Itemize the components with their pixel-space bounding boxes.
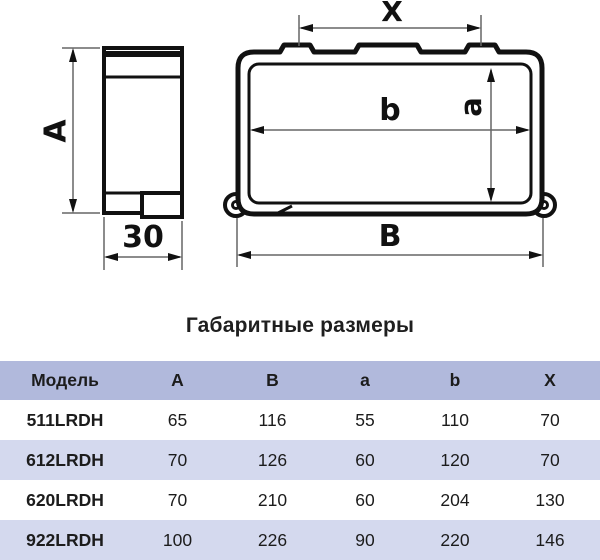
flange-opening xyxy=(247,62,533,205)
dimension-X: X xyxy=(298,0,482,46)
value-cell: 204 xyxy=(440,490,470,510)
value-cell: 146 xyxy=(535,530,565,550)
value-cell: 65 xyxy=(167,410,188,430)
table-title: Габаритные размеры xyxy=(185,314,415,337)
header-cell-a: a xyxy=(360,370,370,390)
header-cell-b: b xyxy=(449,370,461,390)
value-cell: 70 xyxy=(540,450,560,470)
header-cell-model: Модель xyxy=(31,370,99,390)
label-X: X xyxy=(381,0,403,28)
label-b: b xyxy=(379,93,400,128)
arrow-up-icon xyxy=(69,48,77,62)
arrow-right-icon xyxy=(467,24,481,32)
header-cell-B: B xyxy=(266,370,279,390)
value-cell: 110 xyxy=(441,410,469,430)
value-cell: 100 xyxy=(162,530,193,550)
dimension-30: 30 xyxy=(103,217,183,270)
label-a: a xyxy=(454,97,488,117)
model-cell: 620LRDH xyxy=(26,490,104,510)
arrow-left-icon xyxy=(104,253,118,261)
label-30: 30 xyxy=(122,220,164,255)
label-B: B xyxy=(379,219,402,254)
model-cell: 922LRDH xyxy=(26,530,104,550)
arrow-down-icon xyxy=(487,188,495,202)
value-cell: 60 xyxy=(355,450,375,470)
label-A: A xyxy=(39,119,74,143)
bottom-notch xyxy=(277,204,293,215)
value-cell: 226 xyxy=(257,530,288,550)
table-row: 612LRDH 70 126 60 120 70 xyxy=(0,440,600,480)
value-cell: 130 xyxy=(535,490,565,510)
arrow-right-icon xyxy=(529,251,543,259)
side-top-bar xyxy=(104,51,182,57)
value-cell: 220 xyxy=(440,530,470,550)
arrow-left-icon xyxy=(237,251,251,259)
header-cell-X: X xyxy=(544,370,556,390)
value-cell: 60 xyxy=(355,490,375,510)
value-cell: 90 xyxy=(355,530,375,550)
value-cell: 55 xyxy=(355,410,375,430)
table-header-row: Модель A B a b X xyxy=(0,361,600,400)
dimensions-diagram: A 30 xyxy=(39,0,557,270)
arrow-right-icon xyxy=(516,126,530,134)
side-view xyxy=(102,46,184,219)
dimension-b: b xyxy=(250,93,530,134)
arrow-up-icon xyxy=(487,68,495,82)
dimension-B: B xyxy=(236,218,544,267)
value-cell: 116 xyxy=(258,410,287,430)
model-cell: 511LRDH xyxy=(26,410,104,430)
model-cell: 612LRDH xyxy=(26,450,104,470)
arrow-right-icon xyxy=(168,253,182,261)
side-foot xyxy=(140,191,184,219)
header-cell-A: A xyxy=(171,370,184,390)
value-cell: 210 xyxy=(257,490,288,510)
arrow-left-icon xyxy=(299,24,313,32)
dimensions-table: Модель A B a b X 511LRDH 65 116 55 110 7… xyxy=(0,361,600,560)
value-cell: 70 xyxy=(540,410,560,430)
side-body xyxy=(102,46,184,215)
value-cell: 70 xyxy=(167,450,188,470)
value-cell: 70 xyxy=(167,490,188,510)
table-row: 620LRDH 70 210 60 204 130 xyxy=(0,480,600,520)
arrow-down-icon xyxy=(69,199,77,213)
value-cell: 120 xyxy=(440,450,470,470)
arrow-left-icon xyxy=(250,126,264,134)
table-row: 511LRDH 65 116 55 110 70 xyxy=(0,400,600,440)
table-row: 922LRDH 100 226 90 220 146 xyxy=(0,520,600,560)
dimension-A: A xyxy=(39,47,100,214)
value-cell: 126 xyxy=(257,450,288,470)
dimension-a: a xyxy=(454,68,495,202)
